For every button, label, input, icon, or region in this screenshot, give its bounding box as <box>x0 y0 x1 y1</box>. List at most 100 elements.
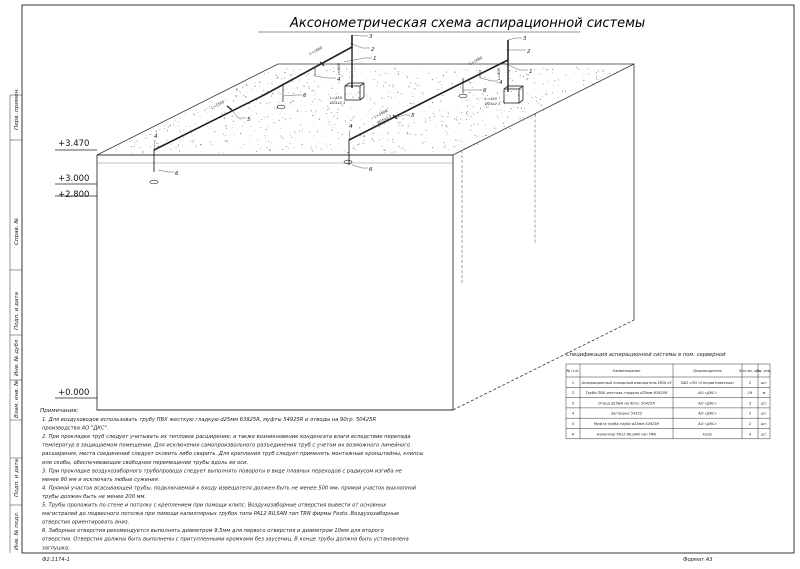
callout-4: 4 <box>499 80 503 86</box>
pipe-label: L=1500 <box>211 100 226 110</box>
callout-3: 3 <box>369 34 373 40</box>
note-line: 5. Трубы проложить по стене и потолку с … <box>42 503 387 509</box>
spec-cell: 4 <box>749 432 752 436</box>
callout-6: 6 <box>303 93 307 99</box>
spec-cell: ЗАО «ПО «Спецавтоматика» <box>681 381 735 385</box>
note-line: трубы должен быть не менее 200 мм. <box>42 494 146 500</box>
spec-cell: 1 <box>572 381 574 385</box>
callout-5: 5 <box>247 117 251 123</box>
pipe-label: L=2600 <box>374 109 389 119</box>
spec-header-cell: Производитель <box>693 369 722 373</box>
note-line: или скобы, обеспечивающие свободное пере… <box>42 460 248 466</box>
spec-header-cell: Ед. изм. <box>756 369 771 373</box>
spec-header-cell: Наименование <box>613 369 642 373</box>
spec-cell: АО «ДКС» <box>697 422 717 426</box>
note-line: 1. Для воздуховодов использовать трубу П… <box>42 417 376 423</box>
spec-table: Спецификация аспирационной системы в пом… <box>565 352 772 440</box>
spec-cell: 6 <box>572 432 575 436</box>
spec-cell: Муфта труба-труба d25мм 54925R <box>594 422 660 426</box>
spec-frame <box>565 363 771 440</box>
callout-2: 2 <box>371 47 375 53</box>
sampling-point <box>149 179 159 185</box>
callout-4: 4 <box>349 124 353 130</box>
note-line: расширения, места соединений следует скл… <box>41 451 423 457</box>
spec-cell: Капилляр PA12 RILSAN тип TRN <box>597 432 657 436</box>
spec-cell: 2 <box>572 391 575 395</box>
spec-cell: шт. <box>761 401 768 405</box>
stamp-sign-date-1: Подп. и дата <box>14 291 20 330</box>
spec-cell: шт. <box>761 432 768 436</box>
callout-3: 3 <box>523 36 527 42</box>
callout-4: 4 <box>154 134 158 140</box>
spec-cell: Отвод d25мм на 90гр. 50425R <box>598 401 655 405</box>
notes-heading: Примечания: <box>40 408 78 414</box>
spec-cell: 2 <box>749 422 752 426</box>
stamp-sign-date-2: Подп. и дата <box>14 458 20 497</box>
callout-6: 6 <box>369 167 373 173</box>
spec-cell: 3 <box>749 401 752 405</box>
level-3470: +3.470 <box>58 139 89 149</box>
spec-cell: АО «ДКС» <box>697 412 717 416</box>
pipe-label: L=800 <box>497 67 501 80</box>
callout-6: 6 <box>175 171 179 177</box>
callout-1: 1 <box>373 56 377 62</box>
spec-cell: АО «ДКС» <box>697 401 717 405</box>
frame-border <box>21 4 795 554</box>
notes-block: Примечания: 1. Для воздуховодов использо… <box>40 408 423 551</box>
note-line: отверстия. Отверстия должны быть выполне… <box>42 537 409 543</box>
note-line: магистралей до подвесного потолка при по… <box>42 511 399 517</box>
callout-6: 6 <box>483 88 487 94</box>
level-2800: +2.800 <box>58 190 89 200</box>
stamp-orig-inv: Инв. № подл. <box>14 511 20 550</box>
spec-cell: м <box>763 391 766 395</box>
note-line: заглушка. <box>42 545 70 551</box>
room-outline <box>96 63 635 411</box>
level-3000: +3.000 <box>58 174 89 184</box>
stamp-replace-inv: Взам. инв. № <box>14 380 20 418</box>
spec-cell: Заглушка 54325 <box>611 412 643 416</box>
sampling-point <box>458 93 468 99</box>
stamp-dupl-inv: Инв. № дубл. <box>14 338 20 376</box>
spec-cell: шт. <box>761 381 768 385</box>
spec-cell: 2 <box>749 412 752 416</box>
callout-1: 1 <box>529 69 533 75</box>
stamp-first-use: Перв. примен. <box>14 88 20 130</box>
note-line: 4. Прямой участок всасывающей трубы, под… <box>42 485 417 491</box>
callout-2: 2 <box>527 49 531 55</box>
spec-cell: АО «ДКС» <box>697 391 717 395</box>
sampling-point <box>276 104 286 110</box>
spec-cell: шт. <box>761 412 768 416</box>
note-line: температур в защищаемом помещении. Для и… <box>42 443 410 449</box>
spec-title: Спецификация аспирационной системы в пом… <box>566 352 726 358</box>
spec-header-cell: Кол-во, шт. <box>739 369 760 373</box>
note-line: 3. При прокладке воздухозаборного трубоп… <box>42 468 402 474</box>
note-line: 6. Заборные отверстия рекомендуется выпо… <box>42 528 384 534</box>
spec-cell: 4 <box>572 412 575 416</box>
pipe-labels: L=1800 L=800 L=450 Ø25х2,3 L=1500 L=1800… <box>211 46 501 126</box>
detector-1 <box>344 82 365 101</box>
spec-cell: Труба ПВХ жесткая гладкая d25мм 63925R <box>585 391 668 395</box>
doc-code: Ф2.1174-1 <box>42 557 70 563</box>
sheet-format: Формат А3 <box>683 557 713 563</box>
stamp-reference: Справ. № <box>14 218 20 245</box>
spec-cell: шт. <box>761 422 768 426</box>
spec-cell: Аспирационный пожарный извещатель ИПА v3 <box>581 381 673 385</box>
side-stamp: Перв. примен. Справ. № Подп. и дата Инв.… <box>9 88 22 553</box>
spec-cell: Festo <box>703 432 714 436</box>
pipe-label: Ø25х2,3 <box>329 100 346 105</box>
level-0000: +0.000 <box>58 388 89 398</box>
note-line: 2. При прокладке труб следует учитывать … <box>42 434 411 440</box>
note-line: производства АО "ДКС". <box>42 426 109 432</box>
spec-cell: 2 <box>749 381 752 385</box>
pipe-label: L=450 <box>330 96 343 100</box>
pipe-label: Ø25х2,3 <box>484 101 501 106</box>
pipe-label: L=450 <box>485 97 498 101</box>
pipe-label: L=800 <box>337 62 341 75</box>
detector-2 <box>503 85 524 104</box>
spec-cell: 3 <box>572 401 575 405</box>
level-marks <box>55 149 97 399</box>
pipe-system-1 <box>153 35 353 172</box>
pipe-label: L=1800 <box>469 56 484 66</box>
